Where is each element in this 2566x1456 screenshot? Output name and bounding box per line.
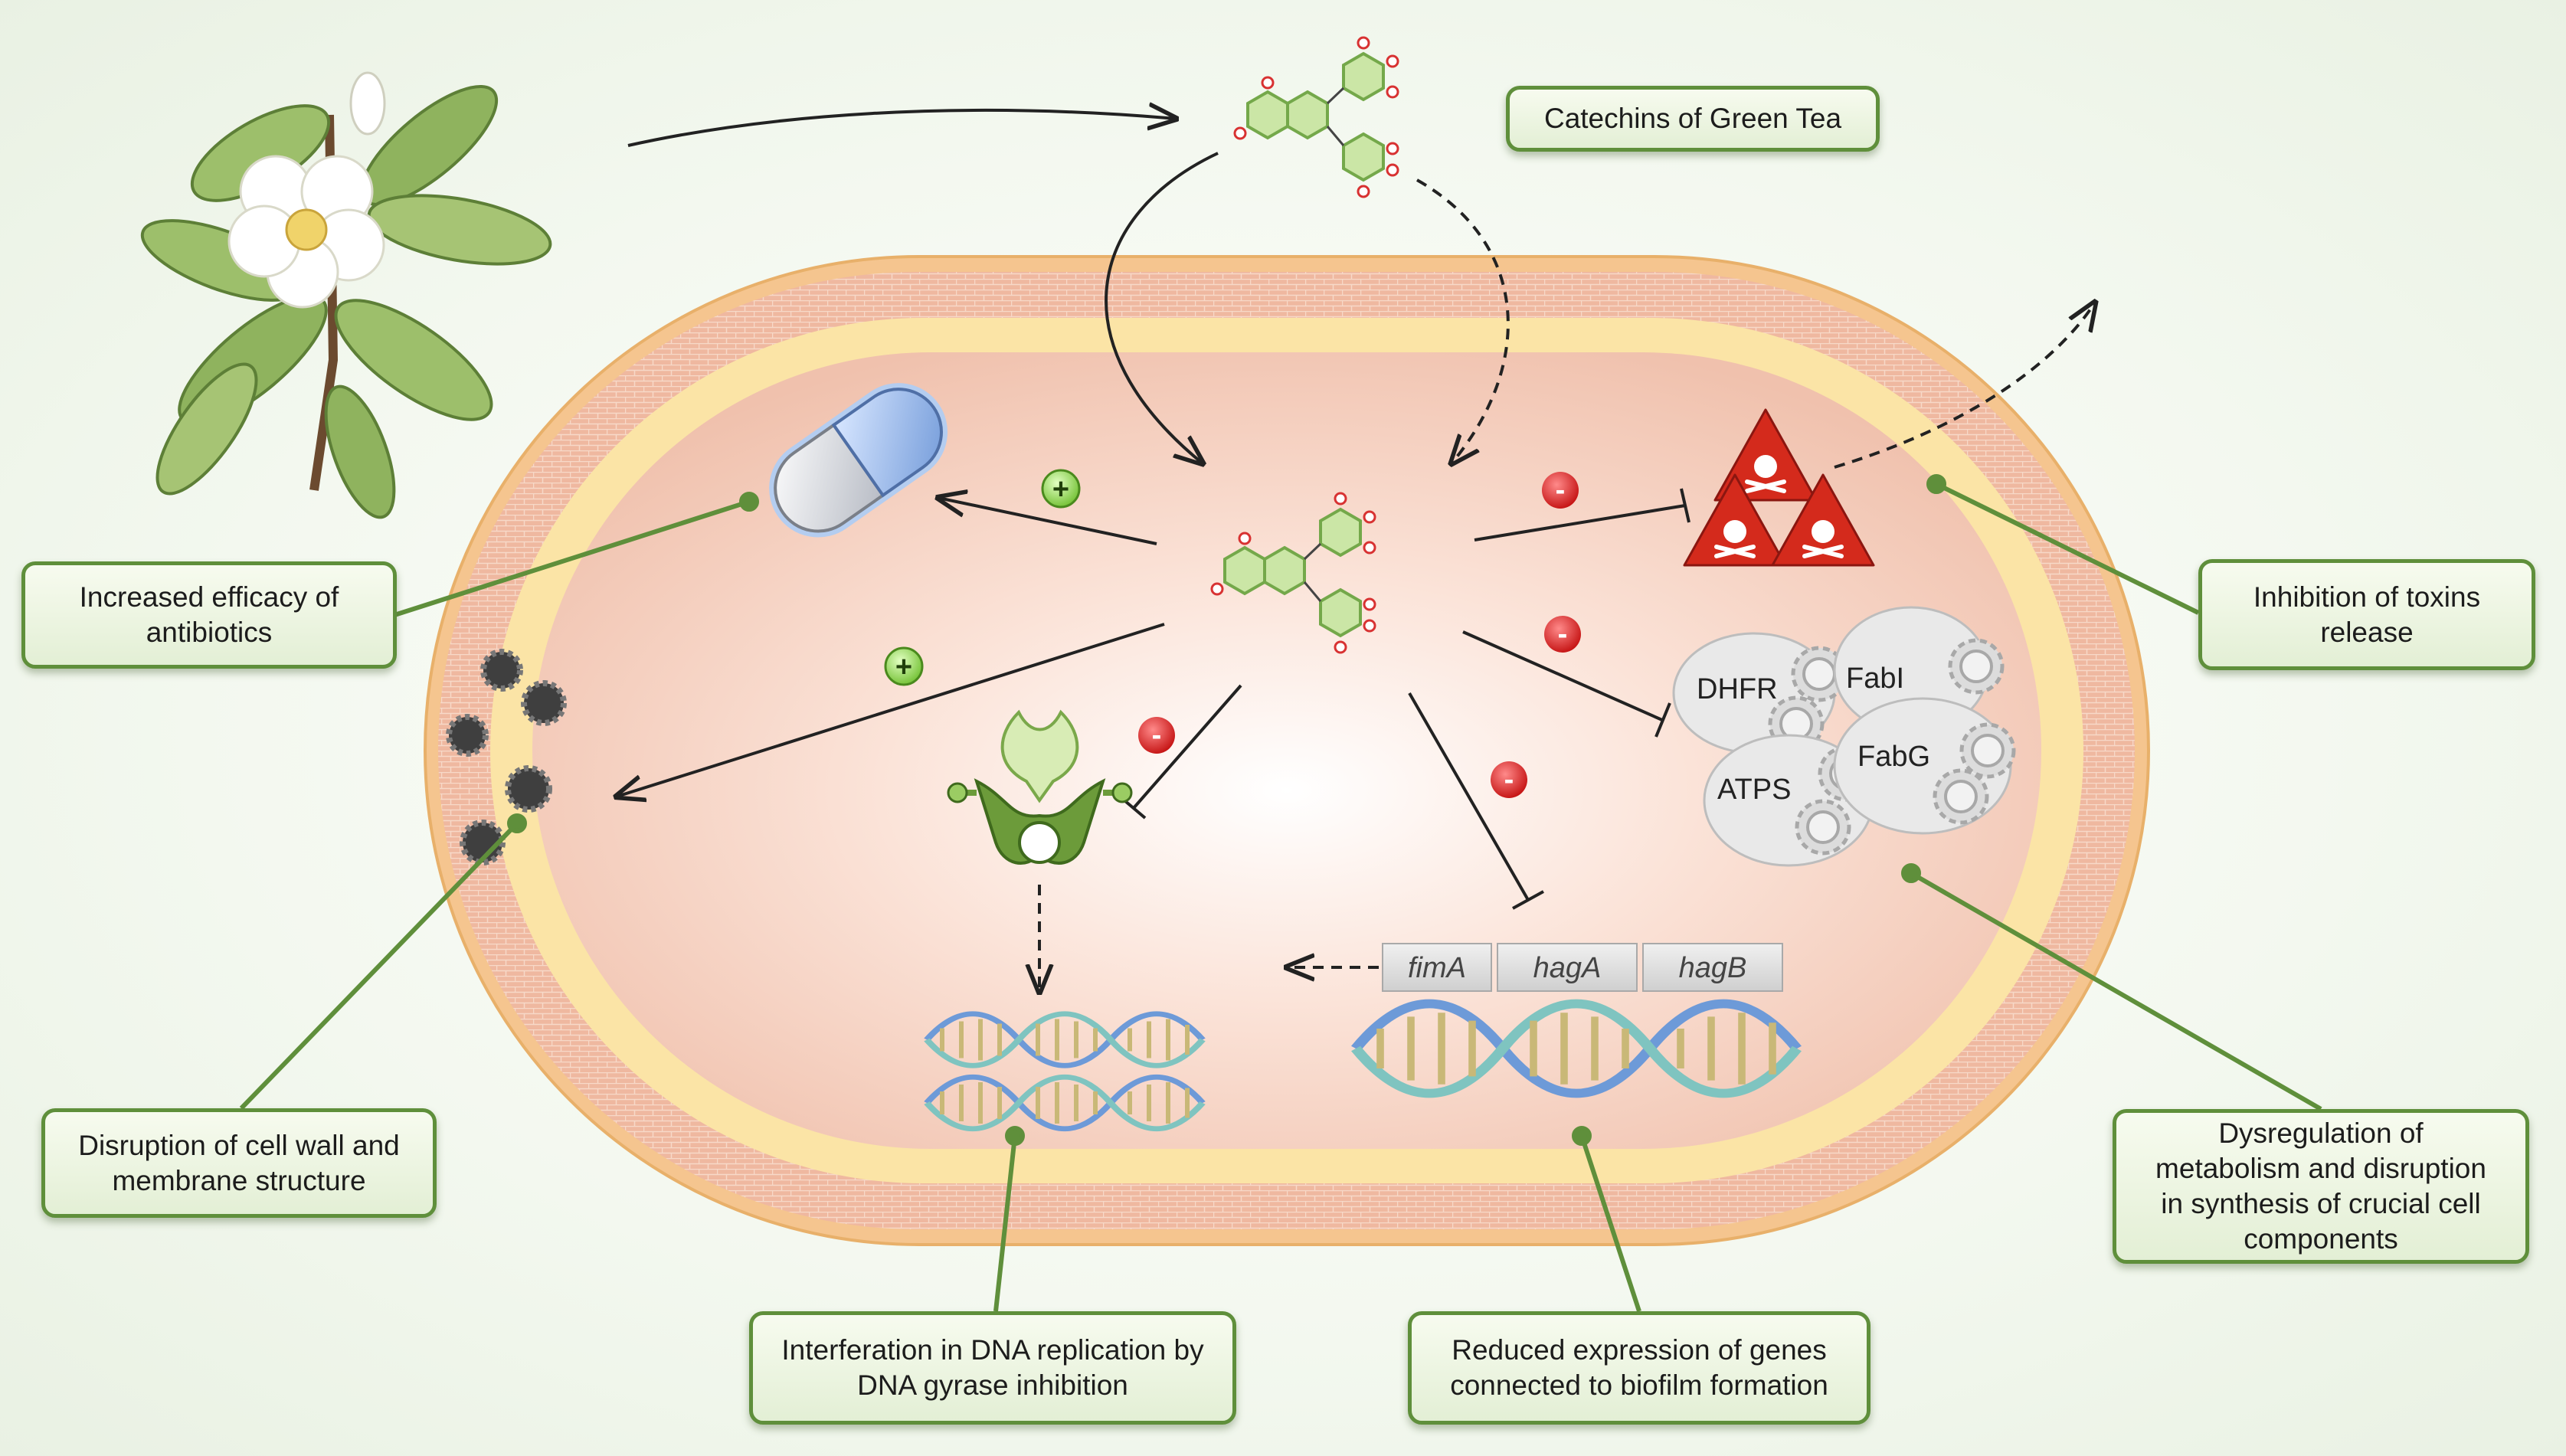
effect-box-toxins: Inhibition of toxins release: [2198, 559, 2535, 670]
effect-toxins-line: Inhibition of toxins: [2253, 581, 2481, 613]
promote-sign-antibiotic: +: [1041, 469, 1081, 509]
enzyme-gear-icon: [1962, 725, 2014, 777]
effect-biofilm-line: connected to biofilm formation: [1450, 1369, 1828, 1401]
svg-text:-: -: [1556, 474, 1566, 506]
effect-biofilm-text: Reduced expression of genes connected to…: [1450, 1333, 1828, 1403]
gene-fima-box: [1382, 943, 1492, 992]
effect-cell-wall-line: Disruption of cell wall and: [78, 1129, 400, 1161]
svg-text:+: +: [1052, 473, 1069, 506]
enzyme-gear-icon: [1797, 801, 1849, 853]
tea-flower-icon: [140, 71, 552, 519]
gene-hagb-box: [1642, 943, 1783, 992]
tea-flower-blossom: [227, 155, 385, 309]
effect-metabolism-line: Dysregulation of: [2218, 1117, 2424, 1149]
svg-text:-: -: [1558, 618, 1568, 650]
effect-metabolism-text: Dysregulation of metabolism and disrupti…: [2155, 1116, 2486, 1257]
svg-text:-: -: [1152, 719, 1162, 751]
enzyme-label-fabi: FabI: [1846, 663, 1904, 695]
enzyme-gear-icon: [1950, 640, 2002, 692]
svg-text:-: -: [1504, 764, 1514, 796]
connector-antibiotics: [394, 499, 750, 617]
gene-label-fima: fimA: [1408, 952, 1466, 984]
effect-toxins-line: release: [2320, 616, 2414, 648]
effect-antibiotics-line: Increased efficacy of: [79, 581, 339, 613]
inhibit-toxins: [1474, 488, 1690, 542]
arrow-plant-to-catechin: [627, 110, 1176, 147]
effect-box-dna-replication: Interferation in DNA replication by DNA …: [749, 1311, 1236, 1425]
effect-metabolism-line: metabolism and disruption: [2155, 1153, 2486, 1184]
effect-cell-wall-line: membrane structure: [112, 1164, 366, 1196]
arrow-toxin-release-dashed: [1834, 303, 2095, 469]
effect-dna-replication-line: DNA gyrase inhibition: [857, 1369, 1128, 1401]
connector-cell-wall: [239, 821, 519, 1111]
enzyme-label-fabg: FabG: [1857, 741, 1930, 773]
connector-dna-replication: [993, 1135, 1017, 1312]
inhibit-enzymes: [1462, 630, 1671, 738]
title-box-catechins: Catechins of Green Tea: [1506, 86, 1880, 152]
enzyme-label-atps: ATPS: [1717, 774, 1791, 806]
effect-metabolism-line: in synthesis of crucial cell: [2161, 1188, 2481, 1219]
inhibit-sign-enzymes: -: [1544, 616, 1581, 653]
effect-box-antibiotics: Increased efficacy of antibiotics: [21, 561, 397, 669]
gene-boxes: fimA hagA hagB: [1382, 943, 1783, 992]
effect-antibiotics-line: antibiotics: [146, 617, 273, 648]
promote-sign-cell-wall: +: [884, 646, 924, 686]
svg-text:+: +: [895, 651, 912, 683]
effect-antibiotics-text: Increased efficacy of antibiotics: [80, 580, 339, 650]
connector-metabolism: [1910, 871, 2322, 1111]
enzyme-fabg: [1833, 697, 2014, 835]
effect-cell-wall-text: Disruption of cell wall and membrane str…: [78, 1128, 400, 1199]
arrow-to-antibiotic: [938, 498, 1157, 545]
effect-biofilm-line: Reduced expression of genes: [1452, 1334, 1827, 1366]
pathway-arrows: [617, 110, 2095, 992]
connector-biofilm: [1579, 1135, 1641, 1312]
enzyme-cluster: DHFR FabI ATPS FabG: [1672, 606, 2014, 867]
catechin-molecule-icon: [1233, 36, 1399, 198]
effect-box-biofilm: Reduced expression of genes connected to…: [1408, 1311, 1870, 1425]
antibiotic-capsule-icon: [769, 383, 948, 538]
effect-dna-replication-line: Interferation in DNA replication by: [781, 1334, 1204, 1366]
inhibit-biofilm-genes: [1408, 692, 1544, 910]
inhibit-sign-genes: -: [1491, 761, 1527, 798]
arrow-catechin-entry: [1105, 152, 1219, 463]
effect-toxins-text: Inhibition of toxins release: [2253, 580, 2480, 650]
wall-damage-icon: [446, 649, 567, 865]
callout-connectors: [239, 474, 2322, 1312]
inhibit-sign-toxins: -: [1542, 472, 1579, 509]
dna-gyrase-icon: [947, 709, 1133, 865]
effect-metabolism-line: components: [2244, 1223, 2398, 1255]
title-catechins: Catechins of Green Tea: [1543, 103, 1842, 134]
inhibit-sign-gyrase: -: [1138, 717, 1175, 754]
enzyme-label-dhfr: DHFR: [1697, 673, 1778, 705]
arrow-catechin-entry-dashed: [1416, 178, 1510, 463]
connector-toxins: [1935, 482, 2200, 615]
arrow-to-cell-wall: [617, 623, 1165, 797]
gene-haga-box: [1497, 943, 1638, 992]
gene-label-hagb: hagB: [1679, 952, 1747, 984]
enzyme-gear-icon: [1935, 771, 1987, 823]
effect-box-metabolism: Dysregulation of metabolism and disrupti…: [2113, 1109, 2529, 1264]
gene-label-haga: hagA: [1533, 952, 1602, 984]
inhibition-lines: [1118, 488, 1690, 910]
effect-box-cell-wall: Disruption of cell wall and membrane str…: [41, 1108, 437, 1218]
effect-dna-replication-text: Interferation in DNA replication by DNA …: [781, 1333, 1203, 1403]
